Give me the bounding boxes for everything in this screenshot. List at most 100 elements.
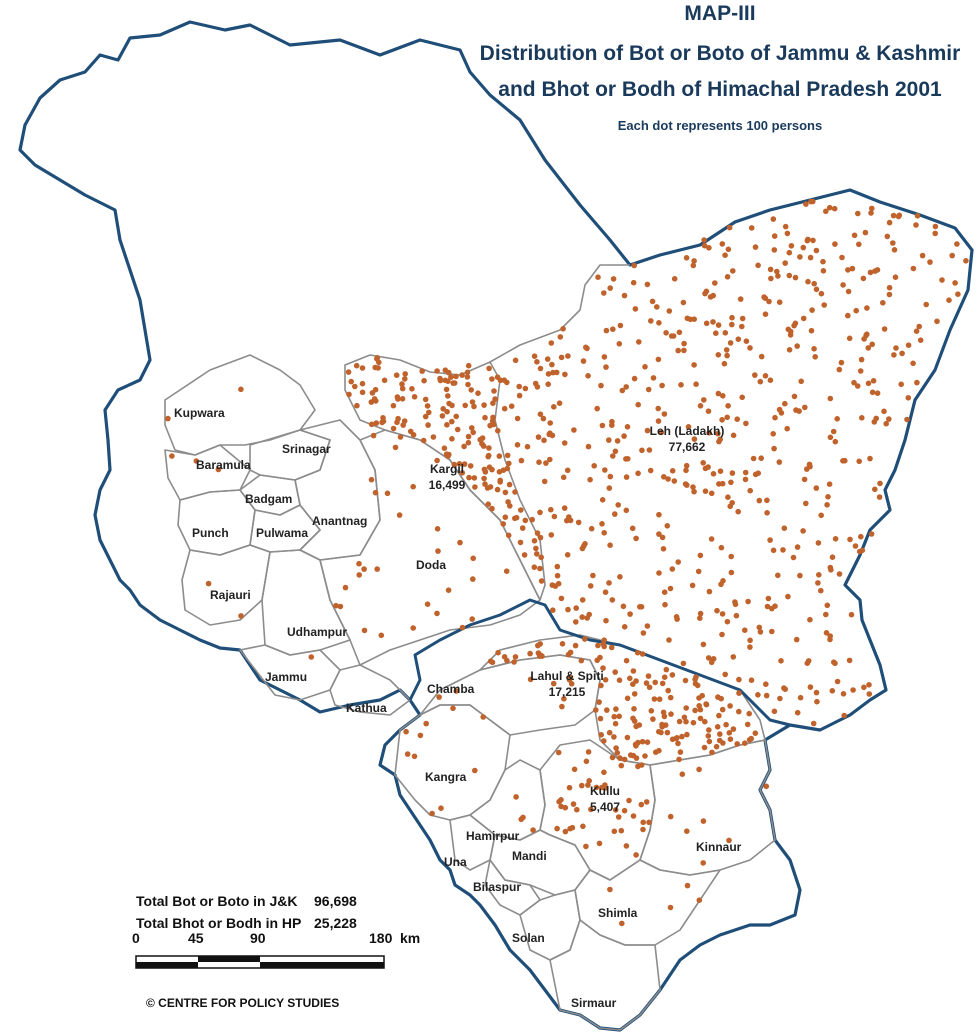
- population-dot: [891, 352, 897, 358]
- map-title-line-2: and Bhot or Bodh of Himachal Pradesh 200…: [498, 78, 942, 101]
- population-dot: [706, 727, 712, 733]
- population-dot: [434, 457, 440, 464]
- population-dot: [880, 300, 886, 306]
- population-dot: [623, 843, 630, 849]
- population-dot: [701, 397, 707, 403]
- population-dot: [595, 274, 601, 281]
- population-dot: [765, 595, 772, 602]
- population-dot: [588, 525, 595, 532]
- population-dot: [763, 681, 769, 687]
- population-dot: [829, 554, 836, 560]
- population-dot: [522, 517, 529, 524]
- population-dot: [545, 381, 551, 388]
- population-dot: [610, 453, 616, 459]
- population-dot: [719, 241, 726, 247]
- population-dot: [845, 288, 852, 295]
- population-dot: [508, 403, 515, 410]
- population-dot: [864, 305, 870, 311]
- population-dot: [770, 216, 777, 222]
- population-dot: [700, 818, 707, 824]
- population-dot: [832, 241, 838, 247]
- population-dot: [541, 478, 548, 485]
- population-dot: [687, 316, 694, 323]
- label-sirmaur: Sirmaur: [571, 996, 617, 1010]
- credit-line: © CENTRE FOR POLICY STUDIES: [146, 996, 340, 1010]
- population-dot: [701, 237, 707, 243]
- population-dot: [800, 315, 807, 322]
- population-dot: [537, 534, 544, 541]
- population-dot: [664, 523, 671, 529]
- population-dot: [554, 572, 561, 579]
- population-dot: [580, 823, 586, 830]
- population-dot: [747, 345, 753, 351]
- population-dot: [697, 552, 704, 559]
- population-dot: [874, 267, 881, 273]
- population-dot: [494, 374, 501, 381]
- population-dot: [680, 299, 687, 306]
- population-dot: [825, 494, 831, 500]
- population-dot: [656, 728, 662, 735]
- population-dot: [534, 359, 540, 365]
- population-dot: [371, 396, 378, 402]
- scale-unit: km: [400, 930, 421, 946]
- population-dot: [719, 480, 726, 487]
- population-dot: [390, 402, 397, 409]
- population-dot: [504, 657, 510, 664]
- population-dot: [724, 414, 730, 421]
- population-dot: [404, 751, 411, 757]
- population-dot: [480, 443, 487, 449]
- population-dot: [434, 610, 440, 617]
- population-dot: [830, 428, 837, 435]
- population-dot: [767, 266, 774, 273]
- label-kupwara: Kupwara: [174, 406, 225, 420]
- population-dot: [480, 714, 487, 720]
- population-dot: [487, 658, 494, 664]
- population-dot: [638, 801, 645, 808]
- population-dot: [905, 395, 912, 401]
- population-dot: [345, 369, 352, 375]
- population-dot: [680, 660, 687, 667]
- population-dot: [564, 552, 571, 558]
- population-dot: [567, 674, 574, 681]
- population-dot: [503, 568, 510, 574]
- population-dot: [890, 240, 896, 246]
- population-dot: [570, 801, 577, 807]
- population-dot: [238, 386, 244, 393]
- population-dot: [821, 302, 827, 308]
- population-dot: [763, 692, 770, 699]
- population-dot: [811, 346, 817, 352]
- population-dot: [514, 442, 521, 448]
- population-dot: [683, 718, 689, 725]
- population-dot: [715, 390, 722, 397]
- population-dot: [578, 657, 585, 664]
- population-dot: [661, 411, 668, 417]
- population-dot: [572, 642, 579, 649]
- population-dot: [836, 366, 843, 373]
- population-dot: [475, 390, 481, 397]
- population-dot: [807, 463, 813, 470]
- population-dot: [538, 578, 545, 584]
- population-dot: [696, 897, 703, 903]
- population-dot: [861, 684, 867, 691]
- label-leh-count: 77,662: [668, 440, 706, 454]
- population-dot: [748, 225, 755, 231]
- population-dot: [610, 276, 617, 282]
- population-dot: [512, 489, 518, 495]
- population-dot: [647, 467, 654, 474]
- population-dot: [606, 485, 613, 491]
- population-dot: [813, 247, 820, 254]
- population-dot: [743, 338, 750, 345]
- population-dot: [593, 707, 599, 713]
- population-dot: [602, 467, 608, 473]
- population-dot: [662, 601, 668, 608]
- population-dot: [465, 381, 471, 388]
- population-dot: [593, 784, 600, 791]
- population-dot: [682, 677, 689, 684]
- population-dot: [435, 548, 441, 554]
- population-dot: [585, 782, 591, 788]
- population-dot: [623, 384, 629, 390]
- population-dot: [866, 682, 872, 688]
- population-dot: [356, 560, 362, 567]
- population-dot: [495, 427, 501, 434]
- population-dot: [437, 375, 443, 382]
